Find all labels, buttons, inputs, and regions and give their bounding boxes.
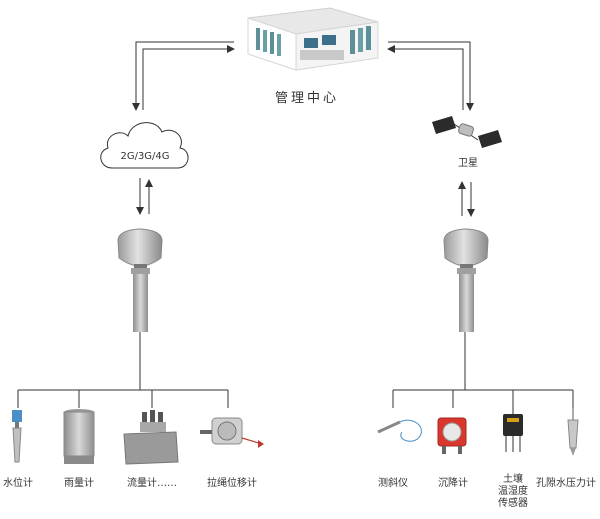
soil-sensor-label: 土壤 温湿度 传感器 (498, 474, 528, 510)
settlement-gauge-icon (437, 417, 467, 454)
left-sensor-bus (17, 332, 229, 408)
soil-temperature-humidity-sensor-icon (503, 408, 523, 452)
satellite-icon (432, 116, 502, 148)
draw-wire-sensor-icon (200, 417, 264, 448)
settlement-gauge-label: 沉降计 (438, 478, 468, 489)
piezometer-icon (567, 408, 579, 456)
cloud-to-left-pole-link (136, 178, 153, 215)
inclinometer-label: 测斜仪 (378, 478, 408, 489)
management-center-label: 管理中心 (274, 91, 340, 106)
piezometer-label: 孔隙水压力计 (536, 478, 596, 489)
water-level-gauge-label: 水位计 (3, 478, 33, 489)
flow-meter-label: 流量计…… (127, 478, 177, 489)
satellite-label: 卫星 (458, 158, 478, 169)
center-to-satellite-link (387, 41, 474, 111)
management-center-building-icon (247, 7, 379, 71)
cloud-icon (100, 122, 189, 169)
right-sensor-bus (392, 332, 574, 408)
inclinometer-icon (377, 419, 422, 442)
flow-meter-icon (123, 410, 179, 465)
network-label: 2G/3G/4G (120, 151, 170, 162)
rain-gauge-label: 雨量计 (64, 478, 94, 489)
rain-gauge-icon (63, 409, 95, 464)
satellite-to-right-pole-link (458, 181, 475, 217)
right-rtu-pole-icon (443, 228, 489, 332)
soil-sensor-label-line-3: 传感器 (498, 498, 528, 509)
draw-wire-sensor-label: 拉绳位移计 (207, 478, 257, 489)
left-rtu-pole-icon (117, 228, 163, 332)
center-to-cloud-link (132, 41, 235, 111)
water-level-gauge-icon (12, 410, 22, 463)
soil-sensor-label-line-2: 温湿度 (498, 486, 528, 497)
soil-sensor-label-line-1: 土壤 (503, 474, 523, 485)
